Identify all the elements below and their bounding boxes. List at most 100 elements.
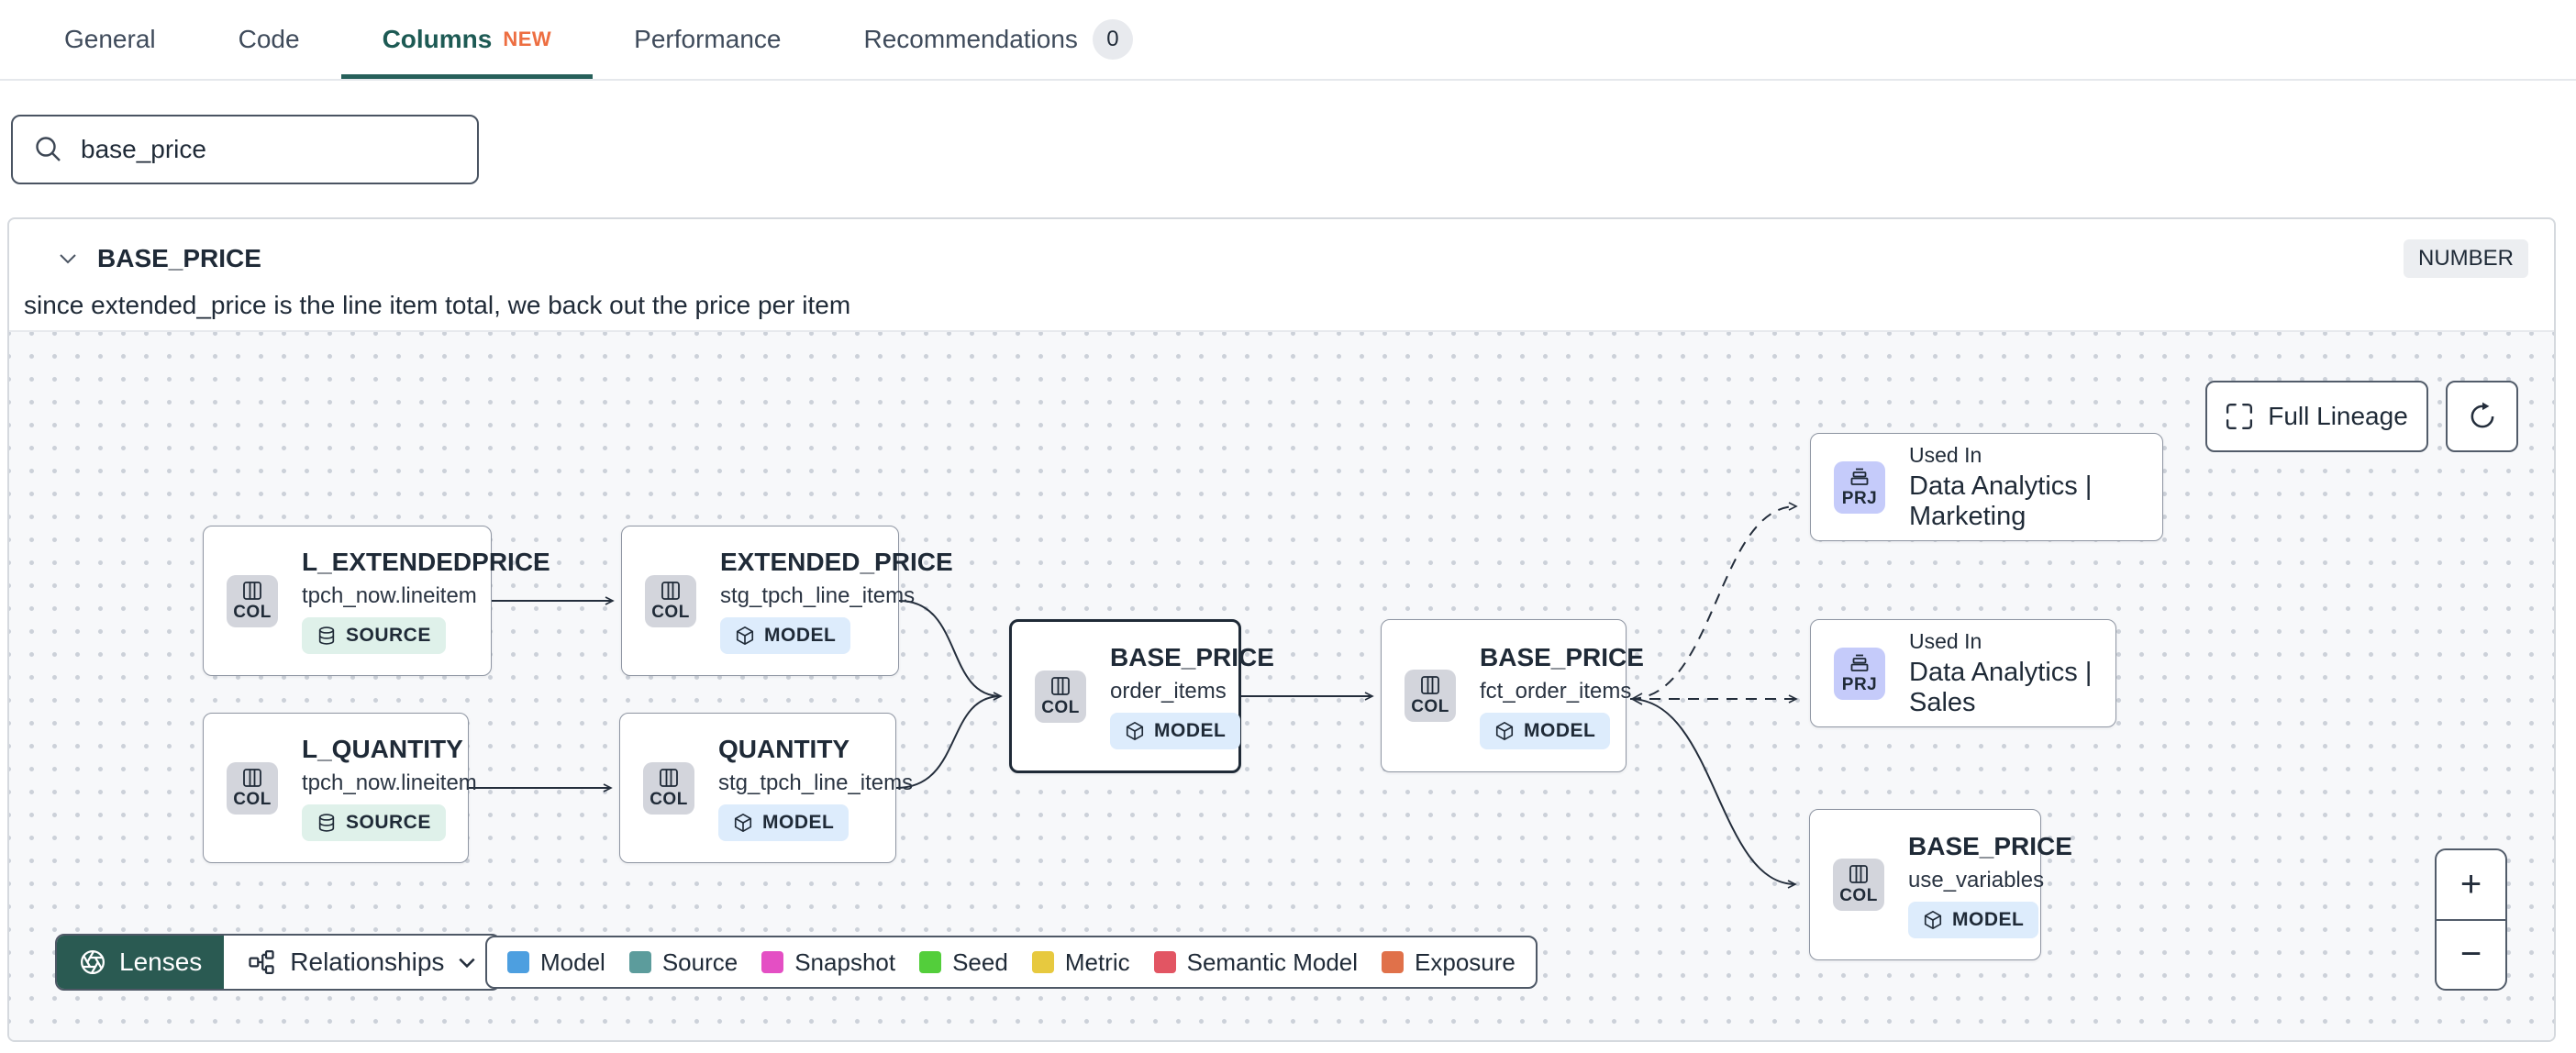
refresh-icon [2471,402,2493,428]
lineage-canvas[interactable]: Full Lineage COL L_EXTENDEDPRICE tpch_no… [9,332,2554,1040]
lineage-node-l-quantity[interactable]: COL L_QUANTITY tpch_now.lineitem SOURCE [203,713,477,863]
model-type-pill: MODEL [720,617,851,654]
cube-icon [736,626,754,645]
node-title: BASE_PRICE [1110,643,1274,671]
node-title: EXTENDED_PRICE [720,548,953,576]
column-badge: COL [645,574,696,627]
lineage-node-l-extendedprice[interactable]: COL L_EXTENDEDPRICE tpch_now.lineitem SO… [203,526,550,676]
database-icon [318,814,335,832]
column-badge: COL [1405,670,1456,722]
columns-icon [661,581,680,600]
legend-item-source: Source [628,948,738,977]
metric-swatch [1031,951,1054,973]
model-type-pill: MODEL [718,804,849,841]
column-badge: COL [1035,670,1086,723]
column-description: since extended_price is the line item to… [24,291,851,319]
source-type-pill: SOURCE [302,804,446,841]
node-subtitle: tpch_now.lineitem [302,583,477,608]
node-title: QUANTITY [718,735,850,763]
relationships-dropdown[interactable]: Relationships [224,936,499,989]
zoom-in-button[interactable]: + [2437,850,2505,921]
lineage-node-base-price-use-variables[interactable]: COL BASE_PRICE use_variables MODEL [1809,809,2072,960]
columns-icon [1051,676,1070,695]
lenses-button[interactable]: Lenses [57,936,225,989]
tab-recommendations[interactable]: Recommendations 0 [822,0,1173,79]
project-icon [1850,654,1869,671]
node-subtitle: use_variables [1908,867,2045,892]
node-title: Data Analytics | Marketing [1909,471,2093,531]
semantic-model-swatch [1153,951,1176,973]
project-icon [1850,468,1869,485]
used-in-label: Used In [1909,628,1982,653]
zoom-controls: + − [2435,848,2507,991]
legend-item-metric: Metric [1031,948,1130,977]
column-badge: COL [1833,859,1884,911]
tab-code[interactable]: Code [238,25,300,53]
lens-controls: Lenses Relationships [55,934,502,991]
node-title: BASE_PRICE [1480,642,1644,671]
legend-item-seed: Seed [919,948,1008,977]
cube-icon [1495,721,1514,740]
node-title: L_QUANTITY [302,735,463,763]
lineage-node-quantity[interactable]: COL QUANTITY stg_tpch_line_items MODEL [619,713,913,863]
column-search [11,115,479,184]
columns-icon [1849,865,1868,883]
column-name: BASE_PRICE [97,244,261,272]
search-icon [36,137,61,161]
legend-item-snapshot: Snapshot [761,948,895,977]
source-swatch [628,951,651,973]
node-subtitle: order_items [1110,679,1227,704]
columns-icon [243,581,261,600]
model-type-pill: MODEL [1480,712,1611,749]
lineage-node-extended-price[interactable]: COL EXTENDED_PRICE stg_tpch_line_items M… [621,526,953,676]
tab-performance[interactable]: Performance [634,25,782,53]
relationships-icon [249,950,274,974]
model-type-pill: MODEL [1110,713,1241,749]
project-badge: PRJ [1834,647,1885,700]
tab-general[interactable]: General [64,25,156,53]
node-title: L_EXTENDEDPRICE [302,548,550,576]
exposure-swatch [1382,951,1405,973]
legend-item-exposure: Exposure [1382,948,1516,977]
source-type-pill: SOURCE [302,617,446,654]
column-type-badge: NUMBER [2403,239,2528,278]
columns-icon [660,768,678,787]
full-lineage-button[interactable]: Full Lineage [2205,381,2428,452]
node-subtitle: stg_tpch_line_items [718,770,914,795]
node-title: Data Analytics | Sales [1909,657,2093,717]
cube-icon [1924,910,1942,929]
lineage-node-used-in-sales[interactable]: PRJ Used In Data Analytics | Sales [1810,619,2116,727]
zoom-out-button[interactable]: − [2459,934,2482,975]
columns-icon [1421,676,1439,694]
model-swatch [507,951,529,973]
column-panel-header: BASE_PRICE NUMBER since extended_price i… [9,219,2554,332]
search-input[interactable] [81,135,448,164]
column-badge: COL [227,761,278,815]
recommendations-count-badge: 0 [1092,19,1133,60]
search-box[interactable] [11,115,479,184]
column-badge: COL [643,761,694,815]
tab-bar: General Code Columns NEW Performance Rec… [0,0,2576,81]
cube-icon [1126,722,1144,740]
lineage-node-base-price-fct-order-items[interactable]: COL BASE_PRICE fct_order_items MODEL [1381,619,1644,772]
legend-item-model: Model [507,948,605,977]
lineage-node-used-in-marketing[interactable]: PRJ Used In Data Analytics | Marketing [1810,433,2163,541]
new-badge: NEW [503,28,552,50]
project-badge: PRJ [1834,460,1885,514]
snapshot-swatch [761,951,784,973]
model-type-pill: MODEL [1908,901,2039,938]
node-subtitle: tpch_now.lineitem [302,770,477,795]
chevron-down-icon [459,958,476,968]
node-subtitle: fct_order_items [1480,678,1632,704]
column-badge: COL [227,574,278,627]
lineage-node-base-price-order-items[interactable]: COL BASE_PRICE order_items MODEL [1009,619,1274,773]
collapse-chevron-icon[interactable] [59,253,77,264]
refresh-button[interactable] [2446,381,2518,452]
node-title: BASE_PRICE [1908,831,2072,860]
tab-columns[interactable]: Columns NEW [340,0,594,79]
database-icon [318,626,335,645]
seed-swatch [919,951,942,973]
node-type-legend: Model Source Snapshot Seed Metric Semant… [485,936,1538,989]
cube-icon [734,814,752,832]
